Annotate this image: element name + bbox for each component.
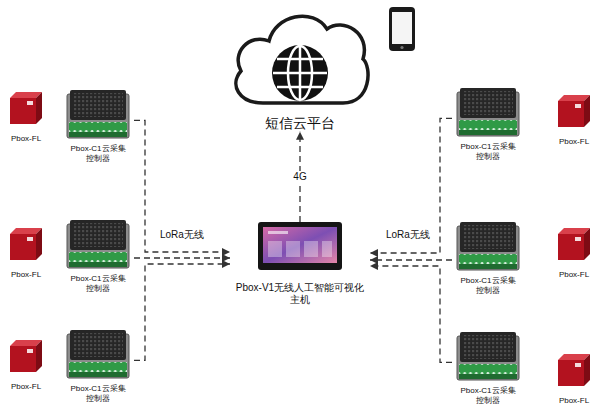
phone-button xyxy=(400,46,403,49)
controller-unit: Pbox-C1云采集控制器 xyxy=(452,220,524,295)
link-label: 4G xyxy=(291,171,308,183)
phone-icon xyxy=(388,6,416,52)
device-label: Pbox-V1无线人工智能可视化主机 xyxy=(235,282,365,306)
controller-unit-picture xyxy=(67,90,129,138)
controller-unit-picture xyxy=(67,330,129,378)
controller-unit-picture xyxy=(66,88,130,142)
controller-unit: Pbox-C1云采集控制器 xyxy=(62,88,134,163)
controller-unit-picture xyxy=(456,86,520,140)
controller-unit-picture xyxy=(67,220,129,268)
device-label: Pbox-C1云采集控制器 xyxy=(460,142,516,161)
sensor-box-picture xyxy=(558,354,590,386)
device-label: Pbox-FL xyxy=(552,270,596,280)
controller-unit-picture xyxy=(456,330,520,384)
device-label: Pbox-C1云采集控制器 xyxy=(70,274,126,293)
controller-unit-picture xyxy=(457,332,519,380)
device-label: Pbox-C1云采集控制器 xyxy=(460,276,516,295)
phone-screen xyxy=(392,12,412,44)
sensor-box-picture xyxy=(10,92,42,124)
controller-unit: Pbox-C1云采集控制器 xyxy=(452,330,524,405)
controller-unit: Pbox-C1云采集控制器 xyxy=(62,328,134,403)
sensor-box-picture xyxy=(556,93,592,129)
device-label: Pbox-C1云采集控制器 xyxy=(460,386,516,405)
wireless-link xyxy=(370,118,452,253)
sensor-box-picture xyxy=(8,338,44,374)
phone-body xyxy=(389,7,415,51)
sensor-box-picture xyxy=(8,226,44,262)
sensor-box: Pbox-FL xyxy=(4,338,48,392)
wireless-link xyxy=(134,120,230,252)
controller-unit: Pbox-C1云采集控制器 xyxy=(62,218,134,293)
sensor-box-picture xyxy=(558,95,590,127)
device-label: 短信云平台 xyxy=(225,115,375,132)
cloud-platform: 短信云平台 xyxy=(225,3,375,132)
sensor-box: Pbox-FL xyxy=(552,93,596,147)
host-device-picture xyxy=(258,222,342,270)
device-label: Pbox-FL xyxy=(4,270,48,280)
wireless-link xyxy=(134,257,230,258)
wireless-link xyxy=(370,259,452,260)
sensor-box-picture xyxy=(556,226,592,262)
device-label: Pbox-C1云采集控制器 xyxy=(70,384,126,403)
sensor-box-picture xyxy=(558,228,590,260)
device-label: Pbox-C1云采集控制器 xyxy=(70,144,126,163)
sensor-box: Pbox-FL xyxy=(552,226,596,280)
cloud-platform-picture xyxy=(225,3,375,111)
wireless-link xyxy=(134,264,230,360)
device-label: Pbox-FL xyxy=(4,382,48,392)
controller-unit-picture xyxy=(457,222,519,270)
link-label: LoRa无线 xyxy=(158,229,206,241)
host-device-picture xyxy=(258,222,342,270)
sensor-box-picture xyxy=(8,90,44,126)
cloud-platform-picture xyxy=(236,16,368,103)
wireless-link xyxy=(370,266,452,362)
sensor-box: Pbox-FL xyxy=(552,352,596,406)
controller-unit: Pbox-C1云采集控制器 xyxy=(452,86,524,161)
sensor-box: Pbox-FL xyxy=(4,226,48,280)
controller-unit-picture xyxy=(457,88,519,136)
sensor-box-picture xyxy=(556,352,592,388)
device-label: Pbox-FL xyxy=(4,134,48,144)
controller-unit-picture xyxy=(66,218,130,272)
link-label: LoRa无线 xyxy=(384,229,432,241)
sensor-box: Pbox-FL xyxy=(4,90,48,144)
device-label: Pbox-FL xyxy=(552,396,596,406)
host-device: Pbox-V1无线人工智能可视化主机 xyxy=(230,222,370,306)
device-label: Pbox-FL xyxy=(552,137,596,147)
controller-unit-picture xyxy=(66,328,130,382)
controller-unit-picture xyxy=(456,220,520,274)
sensor-box-picture xyxy=(10,228,42,260)
sensor-box-picture xyxy=(10,340,42,372)
